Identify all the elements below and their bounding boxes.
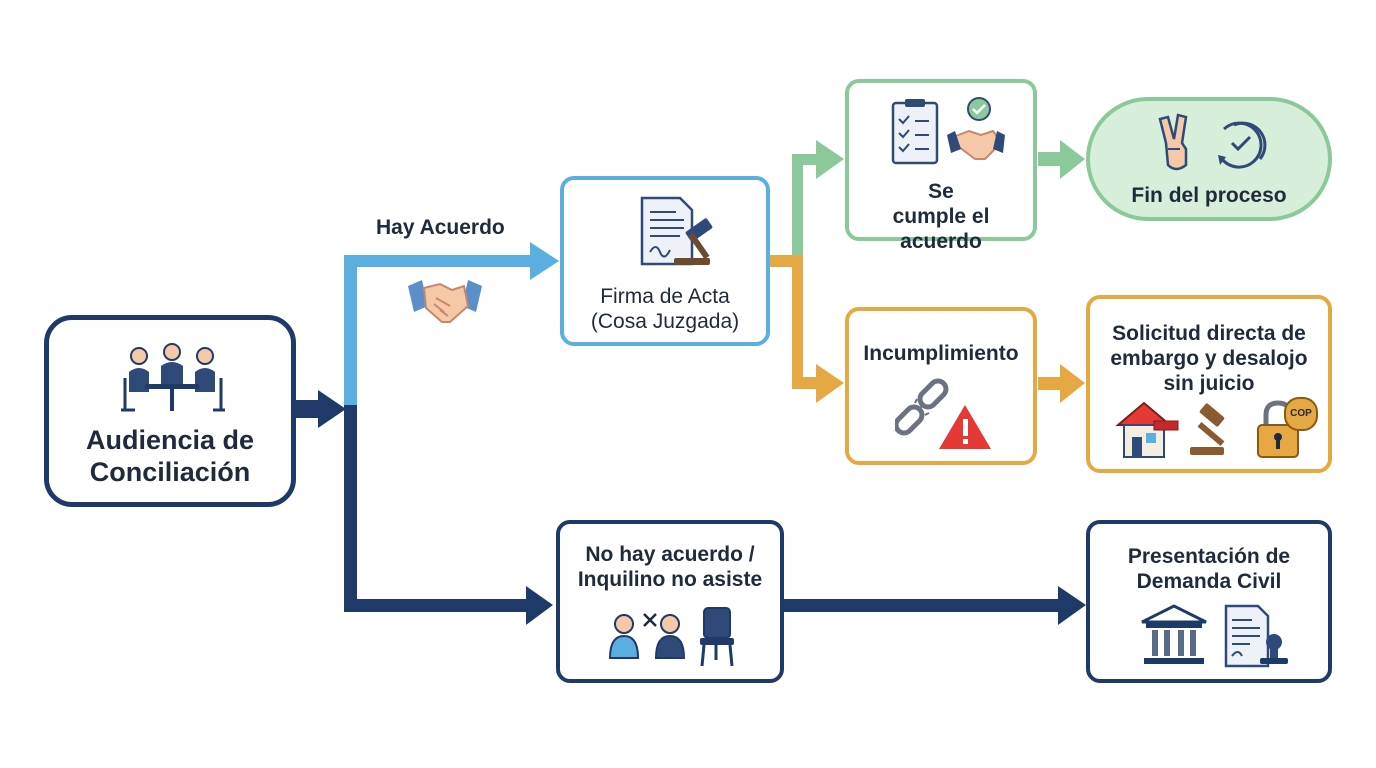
node-label: Audiencia de Conciliación — [85, 425, 255, 488]
node-solicitud-embargo: Solicitud directa de embargo y desalojo … — [1086, 295, 1332, 473]
node-fin-proceso: Fin del proceso — [1086, 97, 1332, 221]
connector-to-fin — [1038, 140, 1085, 179]
courthouse-document-stamp-icon — [1141, 604, 1288, 668]
node-no-hay-acuerdo: No hay acuerdo / Inquilino no asiste — [556, 520, 784, 683]
currency-badge: COP — [1284, 397, 1318, 431]
connector-start-split — [296, 390, 357, 612]
node-label: Solicitud directa de embargo y desalojo … — [1110, 322, 1308, 396]
victory-hand-cycle-check-icon — [1158, 113, 1267, 171]
node-audiencia-conciliacion: Audiencia de Conciliación — [44, 315, 296, 507]
connector-to-embargo — [1038, 364, 1085, 403]
node-incumplimiento: Incumplimiento — [845, 307, 1037, 465]
node-label: Incumplimiento — [863, 342, 1019, 365]
node-label: No hay acuerdo / Inquilino no asiste — [577, 543, 763, 592]
checklist-handshake-icon — [891, 97, 1005, 165]
connector-to-incumple — [770, 255, 844, 403]
node-label: Presentación de Demanda Civil — [1127, 545, 1291, 594]
node-firma-acta: Firma de Acta (Cosa Juzgada) — [560, 176, 770, 346]
signed-document-gavel-icon — [640, 196, 713, 266]
house-gavel-padlock-icon — [1115, 400, 1299, 458]
node-label: Se cumple el acuerdo — [892, 180, 990, 254]
people-cross-empty-chair-icon — [608, 607, 734, 667]
connector-to-no-acuerdo — [344, 586, 553, 625]
broken-chain-warning-icon — [895, 378, 991, 449]
node-label: Firma de Acta (Cosa Juzgada) — [590, 285, 740, 334]
node-se-cumple-acuerdo: Se cumple el acuerdo — [845, 79, 1037, 253]
connector-to-acta — [344, 242, 559, 405]
connector-to-demanda — [784, 586, 1086, 625]
node-label: Fin del proceso — [1131, 184, 1287, 207]
node-presentacion-demanda: Presentación de Demanda Civil — [1086, 520, 1332, 683]
connector-to-cumple — [792, 140, 844, 261]
edge-label-hay-acuerdo: Hay Acuerdo — [376, 216, 505, 239]
meeting-table-icon — [121, 343, 225, 412]
handshake-icon — [408, 280, 482, 323]
